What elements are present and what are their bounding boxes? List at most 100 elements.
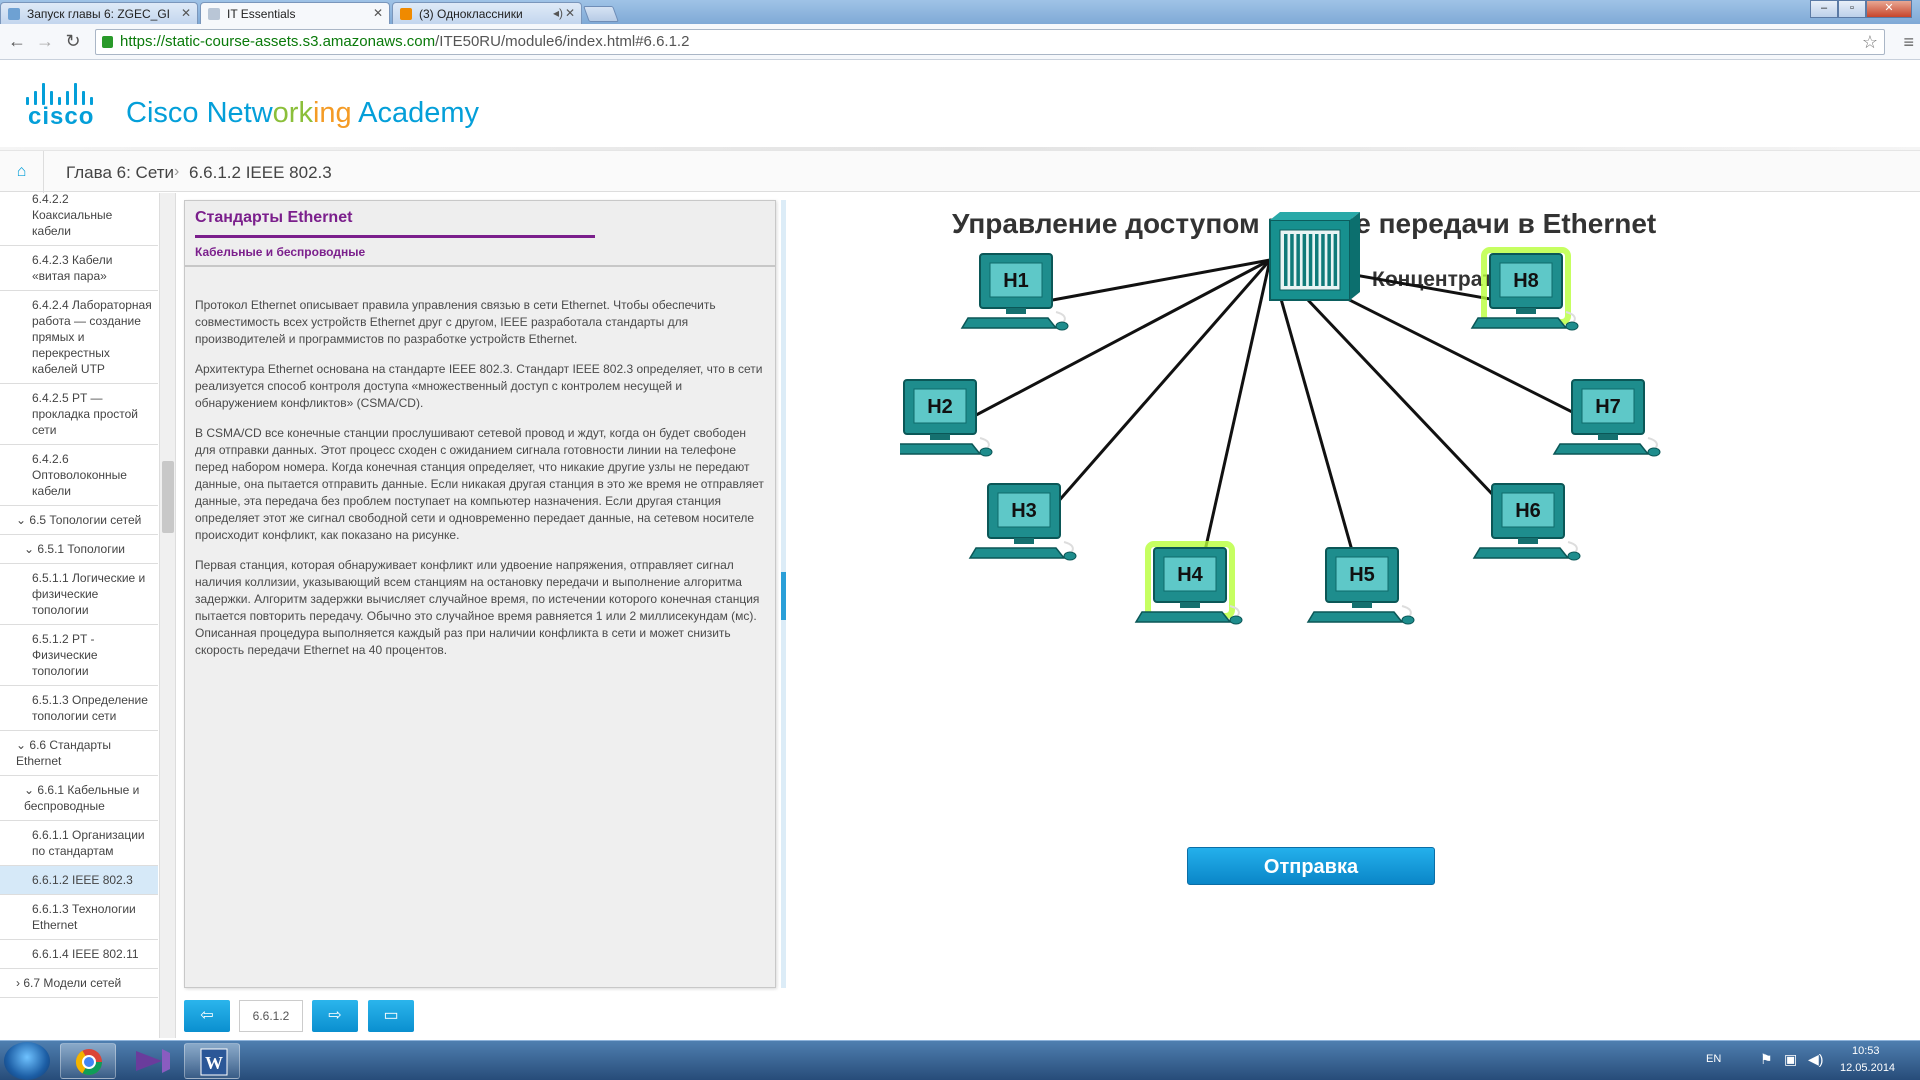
mouse-icon bbox=[1567, 551, 1581, 561]
toc-item[interactable]: ⌄ 6.6.1 Кабельные и беспроводные bbox=[0, 776, 158, 821]
close-tab-icon[interactable]: ✕ bbox=[372, 6, 383, 20]
host-h4[interactable]: H4 bbox=[1134, 541, 1243, 625]
browser-tab-bar: Запуск главы 6: ZGEC_GI ✕ IT Essentials … bbox=[0, 0, 1920, 24]
keyboard-icon bbox=[1552, 443, 1650, 455]
tray-network-icon[interactable]: ▣ bbox=[1784, 1051, 1798, 1067]
close-tab-icon[interactable]: ✕ bbox=[180, 6, 191, 20]
toc-item[interactable]: 6.6.1.1 Организации по стандартам bbox=[0, 821, 158, 866]
browser-tab-2[interactable]: IT Essentials ✕ bbox=[200, 2, 390, 24]
next-page-button[interactable]: ⇨ bbox=[312, 1000, 358, 1032]
host-label: H5 bbox=[1349, 564, 1375, 586]
mouse-icon bbox=[1063, 551, 1077, 561]
hub-port bbox=[1296, 234, 1300, 286]
maximize-window-button[interactable]: ▫ bbox=[1838, 0, 1866, 18]
browser-tab-1[interactable]: Запуск главы 6: ZGEC_GI ✕ bbox=[0, 2, 198, 24]
chrome-taskbar-icon[interactable] bbox=[60, 1043, 116, 1079]
monitor-stand bbox=[1352, 602, 1372, 608]
link-line bbox=[1268, 258, 1534, 538]
panel-title: Стандарты Ethernet bbox=[195, 209, 353, 226]
toc-scrollbar-thumb[interactable] bbox=[162, 461, 174, 533]
cisco-logo[interactable]: cisco bbox=[28, 103, 95, 130]
host-h5[interactable]: H5 bbox=[1306, 547, 1415, 625]
toc-item[interactable]: 6.6.1.2 IEEE 802.3 bbox=[0, 866, 158, 895]
media-toggle-button[interactable]: ▭ bbox=[368, 1000, 414, 1032]
paragraph: В CSMA/CD все конечные станции прослушив… bbox=[195, 426, 764, 542]
reload-icon[interactable]: ↻ bbox=[65, 31, 81, 51]
mouse-icon bbox=[1401, 615, 1415, 625]
host-label: H2 bbox=[927, 396, 953, 418]
new-tab-button[interactable] bbox=[583, 6, 619, 22]
previous-page-button[interactable]: ⇦ bbox=[184, 1000, 230, 1032]
toc-item[interactable]: 6.6.1.3 Технологии Ethernet bbox=[0, 895, 158, 940]
browser-tab-3[interactable]: (3) Одноклассники ◂) ✕ bbox=[392, 2, 582, 24]
link-line bbox=[1268, 259, 1368, 601]
host-label: H4 bbox=[1177, 564, 1203, 586]
bookmark-star-icon[interactable]: ☆ bbox=[1861, 32, 1878, 52]
breadcrumb-chapter[interactable]: Глава 6: Сети bbox=[66, 163, 174, 182]
splitter-handle[interactable] bbox=[781, 572, 786, 620]
back-arrow-icon[interactable]: ← bbox=[8, 31, 26, 51]
link-line bbox=[1019, 258, 1271, 308]
keyboard-icon bbox=[1472, 547, 1570, 559]
toc-item[interactable]: ⌄ 6.5 Топологии сетей bbox=[0, 506, 158, 535]
visual-studio-taskbar-icon[interactable] bbox=[122, 1043, 178, 1079]
close-window-button[interactable]: ✕ bbox=[1866, 0, 1912, 18]
hub-port bbox=[1327, 234, 1331, 286]
forward-arrow-icon[interactable]: → bbox=[36, 31, 54, 51]
page-number-field[interactable]: 6.6.1.2 bbox=[239, 1000, 303, 1032]
lock-icon bbox=[102, 36, 113, 48]
hub-port bbox=[1290, 234, 1294, 286]
clock-time[interactable]: 10:53 bbox=[1852, 1045, 1880, 1057]
toc-item[interactable]: 6.4.2.5 PT — прокладка простой сети bbox=[0, 384, 158, 445]
mouse-icon bbox=[979, 447, 993, 457]
speaker-icon[interactable]: ◂) bbox=[552, 6, 563, 20]
header-divider bbox=[0, 147, 1920, 150]
minimize-window-button[interactable]: – bbox=[1810, 0, 1838, 18]
language-indicator[interactable]: EN bbox=[1706, 1053, 1722, 1065]
host-h1[interactable]: H1 bbox=[960, 253, 1069, 331]
monitor-screen bbox=[989, 262, 1043, 298]
toc-item[interactable]: 6.4.2.6 Оптоволоконные кабели bbox=[0, 445, 158, 506]
send-button[interactable]: Отправка bbox=[1187, 847, 1435, 885]
monitor-screen bbox=[1335, 556, 1389, 592]
toc-item[interactable]: › 6.7 Модели сетей bbox=[0, 969, 158, 998]
toc-item[interactable]: 6.4.2.2 Коаксиальные кабели bbox=[0, 193, 158, 246]
panel-body: Протокол Ethernet описывает правила упра… bbox=[195, 297, 765, 672]
left-arrow-icon: ⇦ bbox=[200, 1007, 214, 1024]
monitor-stand bbox=[1518, 538, 1538, 544]
host-h8[interactable]: H8 bbox=[1470, 247, 1579, 331]
browser-menu-icon[interactable]: ≡ bbox=[1903, 32, 1914, 52]
toc-scrollbar[interactable] bbox=[159, 193, 175, 1038]
hub-side bbox=[1350, 212, 1360, 300]
tray-flag-icon[interactable]: ⚑ bbox=[1760, 1051, 1773, 1067]
hub-port bbox=[1315, 234, 1319, 286]
toc-item[interactable]: ⌄ 6.5.1 Топологии bbox=[0, 535, 158, 564]
windows-start-icon[interactable] bbox=[4, 1042, 50, 1080]
clock-date[interactable]: 12.05.2014 bbox=[1840, 1062, 1896, 1074]
address-bar-input[interactable]: https://static-course-assets.s3.amazonaw… bbox=[95, 29, 1885, 55]
paragraph: Протокол Ethernet описывает правила упра… bbox=[195, 298, 716, 346]
toc-item[interactable]: 6.6.1.4 IEEE 802.11 bbox=[0, 940, 158, 969]
toc-item[interactable]: 6.4.2.3 Кабели «витая пара» bbox=[0, 246, 158, 291]
toc-item[interactable]: 6.5.1.2 PT - Физические топологии bbox=[0, 625, 158, 686]
hub-port bbox=[1302, 234, 1307, 286]
home-icon[interactable]: ⌂ bbox=[0, 151, 44, 193]
word-taskbar-icon[interactable]: W bbox=[184, 1043, 240, 1079]
toc-item[interactable]: 6.4.2.4 Лабораторная работа — создание п… bbox=[0, 291, 158, 384]
host-label: H8 bbox=[1513, 270, 1539, 292]
toc-item[interactable]: 6.5.1.1 Логические и физические топологи… bbox=[0, 564, 158, 625]
site-header: cisco Cisco Networking Academy bbox=[0, 61, 1920, 150]
toc-item[interactable]: 6.5.1.3 Определение топологии сети bbox=[0, 686, 158, 731]
mouse-icon bbox=[1565, 321, 1579, 331]
host-h3[interactable]: H3 bbox=[968, 483, 1077, 561]
close-tab-icon[interactable]: ✕ bbox=[564, 6, 575, 20]
hub-port bbox=[1333, 234, 1338, 286]
toc-item[interactable]: ⌄ 6.6 Стандарты Ethernet bbox=[0, 731, 158, 776]
host-h6[interactable]: H6 bbox=[1472, 483, 1581, 561]
host-h2[interactable]: H2 bbox=[900, 379, 993, 457]
tray-volume-icon[interactable]: ◀) bbox=[1808, 1051, 1824, 1067]
page-favicon-icon bbox=[208, 8, 220, 20]
host-h7[interactable]: H7 bbox=[1552, 379, 1661, 457]
